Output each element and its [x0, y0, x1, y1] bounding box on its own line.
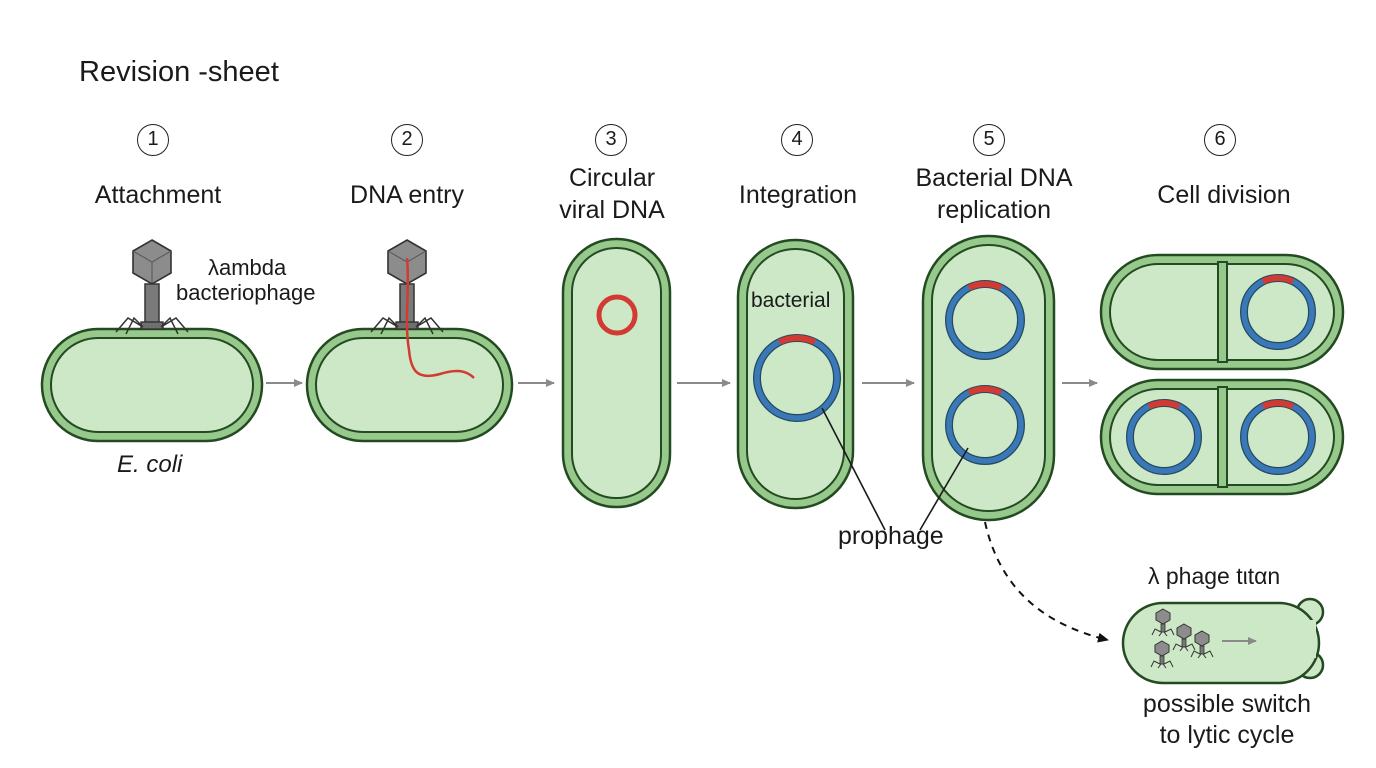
step-6-bottom-cell — [1099, 378, 1345, 496]
dashed-curved-arrow-icon — [984, 521, 1109, 643]
lytic-cell — [1121, 597, 1325, 685]
step-2-number: 2 — [391, 124, 423, 156]
step-2-cell — [305, 327, 514, 443]
bacterial-label: bacterial — [751, 289, 831, 312]
lytic-caption-line2: to lytic cycle — [1159, 721, 1295, 749]
step-4-number: 4 — [781, 124, 813, 156]
step-1-cell — [40, 327, 264, 443]
prophage-segment — [1147, 400, 1181, 410]
step-3-cell — [561, 237, 672, 509]
viral-dna-strand — [405, 257, 475, 379]
step-3-number: 3 — [595, 124, 627, 156]
step-3-title: Circular viral DNA — [559, 164, 665, 224]
prophage-label: prophage — [838, 522, 944, 550]
step-4-title: Integration — [738, 181, 858, 209]
prophage-leader-line — [821, 407, 886, 531]
step-4-cell — [736, 238, 855, 510]
phage-label-line2: bacteriophage — [176, 280, 316, 305]
step-5-cell — [921, 234, 1056, 522]
prophage-leader-line — [919, 447, 969, 531]
step-5-number: 5 — [973, 124, 1005, 156]
step-1-number: 1 — [137, 124, 169, 156]
phage-label-line1: λambda — [208, 255, 287, 280]
prophage-segment — [967, 281, 1003, 291]
lytic-title: λ phage tιtαn — [1148, 563, 1281, 589]
step-6-title: Cell division — [1157, 181, 1291, 209]
prophage-segment — [967, 386, 1003, 396]
circular-viral-dna — [596, 294, 638, 336]
step-5-title: Bacterial DNA replication — [915, 164, 1073, 224]
step-6-top-cell — [1099, 253, 1345, 371]
step-6-number: 6 — [1204, 124, 1236, 156]
lytic-caption-line1: possible switch — [1142, 690, 1312, 718]
host-label: E. coli — [117, 451, 183, 478]
step-1-title: Attachment — [94, 181, 222, 209]
prophage-segment — [777, 335, 817, 345]
prophage-segment — [1261, 275, 1295, 285]
sheet-title: Revision -sheet — [79, 56, 279, 88]
prophage-segment — [1261, 400, 1295, 410]
step-2-title: DNA entry — [350, 181, 464, 209]
